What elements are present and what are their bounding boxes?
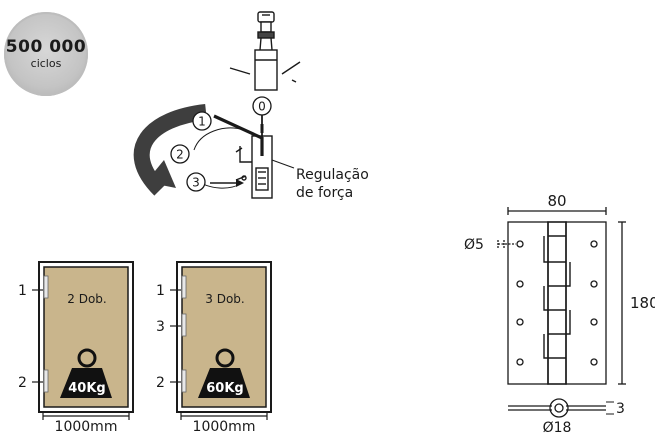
door-1-width: 1000mm [55, 419, 118, 434]
door-2-hinge-label-2: 2 [156, 375, 165, 391]
position-1-label: 1 [198, 115, 206, 129]
cycles-number: 500 000 [5, 37, 87, 57]
door-2-hinge-label-1: 1 [156, 283, 165, 299]
door-1-label-box [56, 284, 114, 314]
hinge-marker-2 [43, 369, 49, 393]
cycles-label: ciclos [30, 57, 62, 70]
door-1-hinge-count: 2 Dob. [67, 292, 106, 306]
width-dimension: 80 [547, 192, 566, 210]
position-3-marker [186, 172, 206, 192]
position-markers [170, 96, 272, 192]
pin-diameter: Ø18 [543, 420, 572, 434]
hinge-drawing [497, 207, 626, 418]
hinge-marker-1 [43, 275, 49, 299]
position-1-marker [192, 111, 212, 131]
hinge-marker-1 [181, 275, 187, 299]
position-0-label: 0 [258, 100, 266, 114]
door-2-hinges [32, 261, 134, 420]
weight-ring [77, 348, 97, 368]
cycles-badge: 500 000 ciclos [4, 12, 88, 96]
weight-icon [60, 368, 112, 398]
door-2-weight: 60Kg [206, 381, 243, 396]
adjustment-caption-line1: Regulação [296, 167, 369, 183]
hole-diameter: Ø5 [464, 237, 484, 253]
hinge-marker-3 [181, 313, 187, 337]
hinge-marker-2 [181, 369, 187, 393]
weight-icon [198, 368, 250, 398]
door-2-width: 1000mm [193, 419, 256, 434]
door-2-label-box [194, 284, 252, 314]
height-dimension: 180 [630, 294, 655, 312]
door-2-hinge-label-3: 3 [156, 319, 165, 335]
door-1-hinge-label-2: 2 [18, 375, 27, 391]
door-1-hinge-label-1: 1 [18, 283, 27, 299]
position-0-marker [252, 96, 272, 116]
position-3-label: 3 [192, 176, 200, 190]
position-2-marker [170, 144, 190, 164]
position-2-label: 2 [176, 148, 184, 162]
door-1-weight: 40Kg [68, 381, 105, 396]
door-2-hinge-count: 3 Dob. [205, 292, 244, 306]
adjustment-caption-line2: de força [296, 185, 353, 201]
thickness-dimension: 3 [616, 401, 625, 417]
door-3-hinges [170, 261, 272, 420]
adjustment-illustration [133, 11, 301, 199]
weight-ring [215, 348, 235, 368]
